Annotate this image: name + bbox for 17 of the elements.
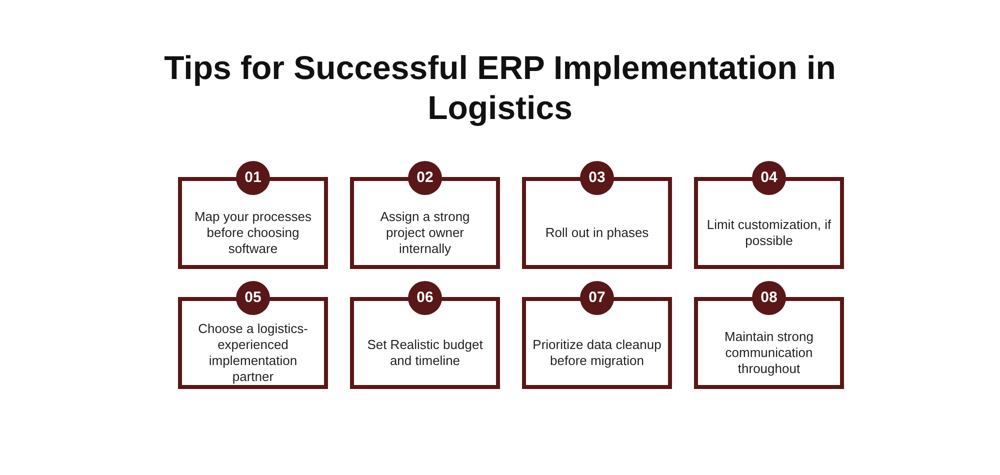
tip-text: Limit customization, if possible xyxy=(706,217,832,249)
number-badge: 02 xyxy=(408,161,442,195)
number-badge: 07 xyxy=(580,281,614,315)
tip-text: Choose a logistics-experienced implementation partner xyxy=(197,321,309,385)
tip-text: Assign a strong project owner internally xyxy=(379,209,471,257)
number-badge: 05 xyxy=(236,281,270,315)
number-badge: 01 xyxy=(236,161,270,195)
title: Tips for Successful ERP Implementation in Logistics xyxy=(163,48,837,128)
tip-text: Prioritize data cleanup before migration xyxy=(532,337,662,369)
number-badge: 03 xyxy=(580,161,614,195)
number-badge: 08 xyxy=(752,281,786,315)
tip-text: Set Realistic budget and timeline xyxy=(366,337,484,369)
tip-text: Roll out in phases xyxy=(545,225,649,241)
tip-text: Map your processes before choosing software xyxy=(193,209,313,257)
tip-text: Maintain strong communication throughout xyxy=(724,329,814,377)
number-badge: 04 xyxy=(752,161,786,195)
number-badge: 06 xyxy=(408,281,442,315)
